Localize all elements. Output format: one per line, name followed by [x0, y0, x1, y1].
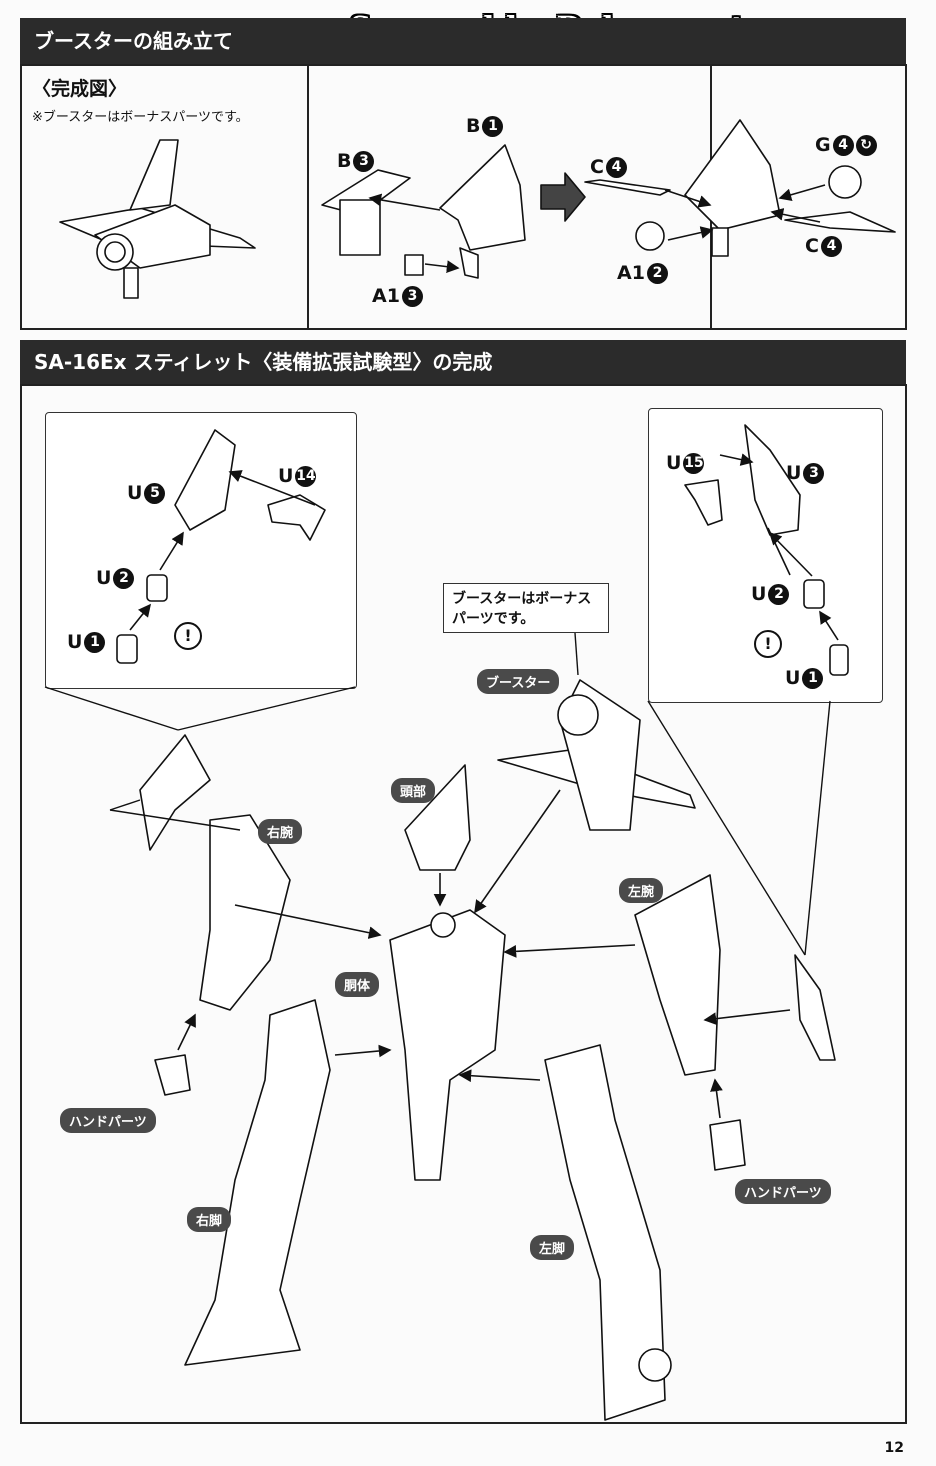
part-letter: C — [805, 235, 819, 257]
part-b3-body — [339, 199, 381, 256]
label-hand-parts-right: ハンドパーツ — [60, 1108, 156, 1133]
part-letter: G — [815, 134, 831, 156]
right-hand-drawing — [154, 1054, 191, 1096]
part-number: 2 — [646, 262, 668, 284]
part-u1-drawing — [116, 634, 138, 664]
part-b1-drawing — [439, 144, 526, 251]
left-leg-drawing — [544, 1044, 666, 1421]
part-c4-bottom-drawing — [784, 211, 896, 233]
part-letter: A1 — [617, 262, 645, 284]
part-a1-3-drawing — [404, 254, 424, 276]
part-letter: U — [127, 482, 143, 504]
right-arm-drawing — [199, 814, 291, 1011]
section-booster-header: ブースターの組み立て — [20, 18, 906, 66]
booster-assembly-panel — [20, 64, 907, 330]
part-number: 1 — [802, 667, 824, 689]
part-number: 3 — [401, 285, 423, 307]
part-u5-drawing — [174, 429, 236, 531]
part-letter: A1 — [372, 285, 400, 307]
caution-icon: ! — [174, 622, 202, 650]
part-g4-drawing — [828, 165, 862, 199]
label-head: 頭部 — [391, 778, 436, 803]
part-c4-top-drawing — [584, 179, 671, 196]
left-arm-drawing — [634, 874, 721, 1076]
part-number: 1 — [482, 115, 504, 137]
part-a1-2-drawing — [635, 221, 665, 251]
part-letter: B — [337, 150, 352, 172]
part-number: 4 — [832, 134, 854, 156]
part-number: 4 — [605, 156, 627, 178]
bonus-parts-callout: ブースターはボーナス パーツです。 — [443, 583, 609, 633]
part-u2-right-drawing — [803, 579, 825, 609]
label-right-leg: 右脚 — [187, 1207, 232, 1232]
part-letter: U — [786, 462, 802, 484]
part-number: 2 — [113, 567, 135, 589]
part-number: 4 — [820, 235, 842, 257]
completion-note: ※ブースターはボーナスパーツです。 — [32, 110, 249, 125]
part-letter: U — [67, 631, 83, 653]
label-hand-parts-left: ハンドパーツ — [735, 1179, 831, 1204]
part-letter: U — [751, 583, 767, 605]
part-number: 15 — [683, 452, 705, 474]
booster-complete-drawing — [59, 139, 256, 299]
callout-line: ブースターはボーナス — [452, 591, 592, 607]
rotate-icon: ↻ — [855, 134, 877, 156]
part-u15-drawing — [684, 479, 723, 526]
part-letter: U — [785, 667, 801, 689]
part-u1-right-drawing — [829, 644, 849, 676]
torso-drawing — [389, 909, 506, 1181]
part-letter: U — [666, 452, 682, 474]
part-number: 3 — [803, 462, 825, 484]
part-letter: U — [96, 567, 112, 589]
label-left-leg: 左脚 — [530, 1235, 575, 1260]
completion-panel — [20, 384, 907, 1424]
label-left-arm: 左腕 — [619, 878, 664, 903]
part-letter: U — [278, 465, 294, 487]
part-u2-drawing — [146, 574, 168, 602]
part-letter: B — [466, 115, 481, 137]
label-torso: 胴体 — [335, 972, 380, 997]
right-leg-drawing — [184, 999, 331, 1366]
part-u3-drawing — [744, 424, 801, 536]
left-hand-socket-drawing — [794, 954, 836, 1061]
section-completion-header: SA-16Ex スティレット〈装備拡張試験型〉の完成 — [20, 340, 906, 386]
page-number: 12 — [884, 1440, 904, 1456]
part-number: 5 — [144, 482, 166, 504]
panel-divider — [307, 64, 309, 330]
part-u14-drawing — [267, 494, 326, 541]
label-booster: ブースター — [477, 669, 560, 694]
right-hand-socket-drawing — [139, 734, 211, 851]
callout-line: パーツです。 — [452, 611, 535, 627]
part-number: 1 — [84, 631, 106, 653]
part-letter: C — [590, 156, 604, 178]
part-number: 2 — [768, 583, 790, 605]
head-drawing — [404, 764, 471, 871]
caution-icon: ! — [754, 630, 782, 658]
left-hand-drawing — [709, 1119, 746, 1171]
part-number: 14 — [295, 465, 317, 487]
label-right-arm: 右腕 — [258, 819, 303, 844]
part-number: 3 — [353, 150, 375, 172]
completion-title: 〈完成図〉 — [32, 78, 128, 100]
